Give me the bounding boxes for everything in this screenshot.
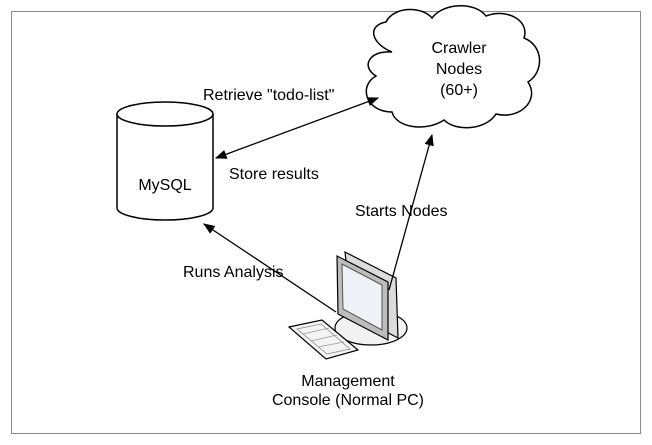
edge-starts-nodes xyxy=(388,133,434,291)
mysql-cylinder xyxy=(116,101,214,221)
console-label-line2: Console (Normal PC) xyxy=(271,392,425,409)
crawler-label: Crawler Nodes (60+) xyxy=(404,38,514,101)
console-label: Management Console (Normal PC) xyxy=(268,372,428,410)
crawler-label-line3: (60+) xyxy=(440,82,478,99)
analysis-label: Runs Analysis xyxy=(183,264,284,281)
edge-runs-analysis xyxy=(203,223,337,313)
crawler-label-line1: Crawler xyxy=(431,40,487,57)
edge-retrieve-store xyxy=(214,97,380,159)
computer-icon xyxy=(287,250,408,360)
starts-label: Starts Nodes xyxy=(355,203,448,220)
console-label-line1: Management xyxy=(301,373,395,390)
crawler-label-line2: Nodes xyxy=(435,61,483,78)
mysql-label: MySQL xyxy=(138,177,192,194)
diagram-frame xyxy=(11,11,641,434)
retrieve-label: Retrieve "todo-list" xyxy=(203,87,335,104)
store-label: Store results xyxy=(229,166,319,183)
